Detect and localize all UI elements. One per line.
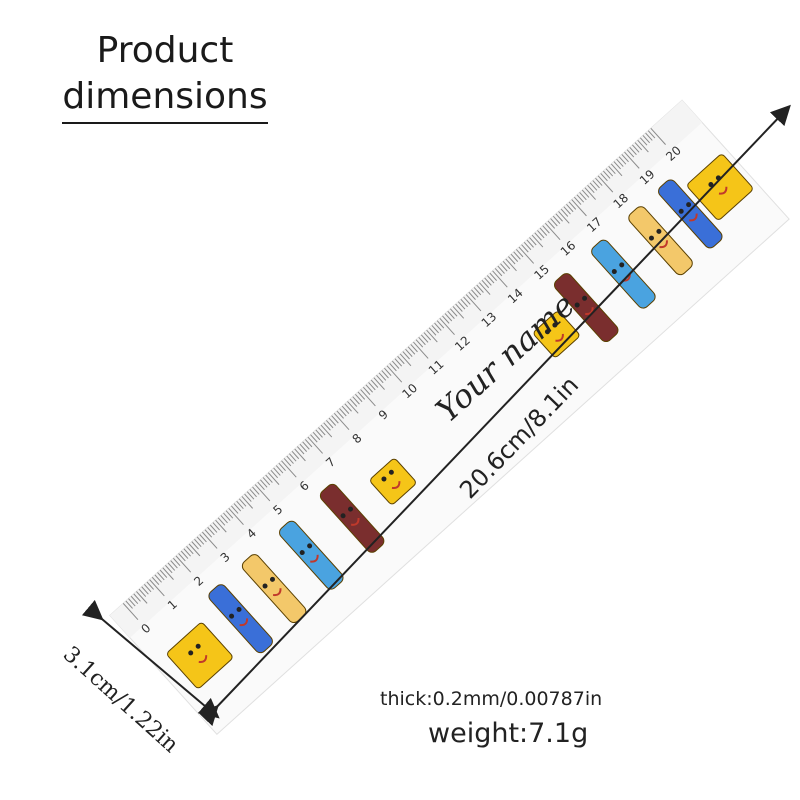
ruler-tick [191, 541, 199, 550]
ruler-tick [157, 572, 165, 581]
width-arrow [81, 599, 220, 719]
thickness-label: thick:0.2mm/0.00787in [380, 688, 603, 710]
ruler-tick [180, 550, 189, 559]
length-arrow [197, 104, 791, 727]
ruler-tick [146, 581, 155, 590]
ruler-tick [170, 560, 178, 569]
ruler-tick [159, 569, 168, 578]
ruler-tick [162, 567, 174, 580]
ruler-tick [151, 576, 160, 586]
ruler-tick [186, 546, 194, 555]
title-line-1: Product [96, 30, 234, 71]
weight-label: weight:7.1g [428, 718, 589, 749]
ruler-tick [178, 553, 186, 562]
ruler-tick [154, 574, 162, 583]
ruler-tick [143, 584, 152, 593]
ruler-tick [141, 586, 149, 595]
ruler-tick [138, 588, 147, 597]
ruler-tick [175, 555, 192, 573]
ruler-tick [183, 548, 191, 557]
ruler-tick [165, 565, 173, 574]
ruler-tick [149, 579, 165, 597]
ruler-tick [172, 557, 181, 567]
ruler-tick [167, 562, 176, 571]
